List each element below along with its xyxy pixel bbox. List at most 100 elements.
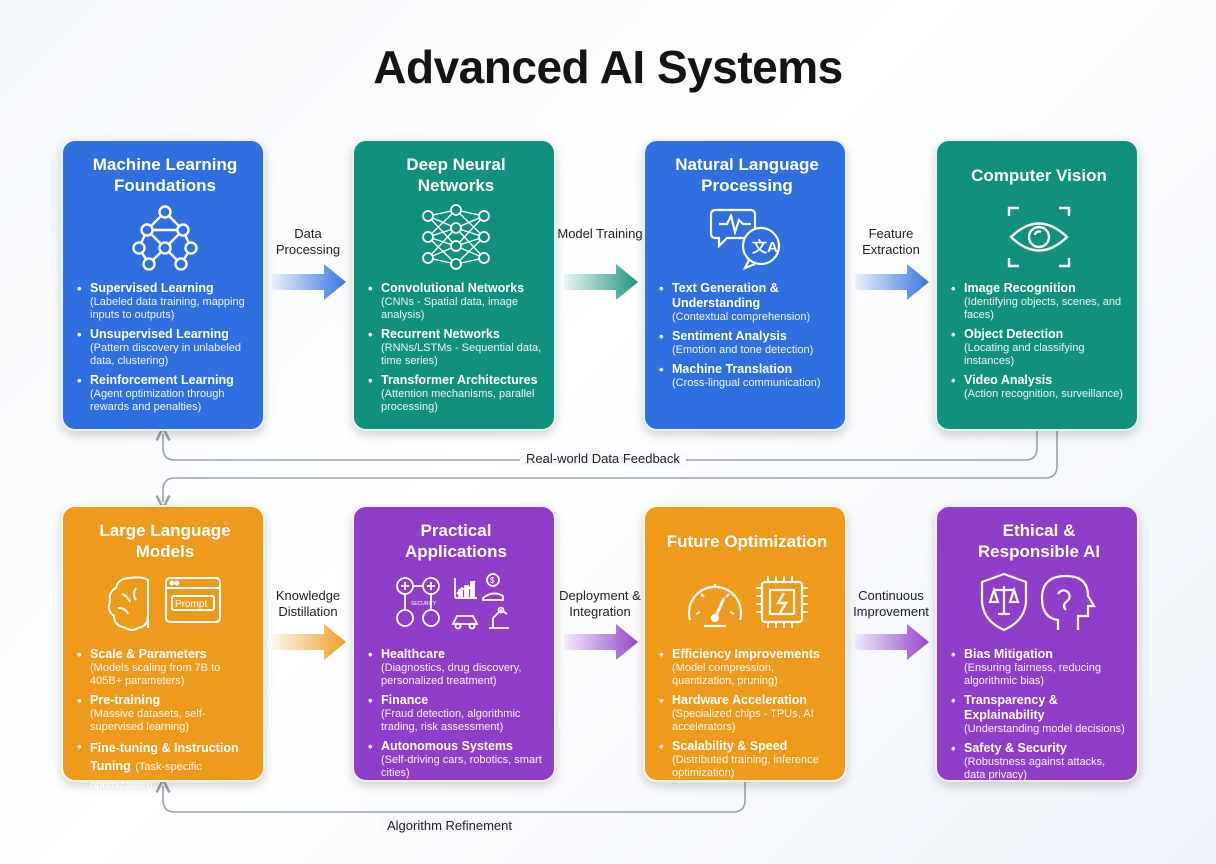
connector-arrow-shape	[855, 264, 929, 300]
item-heading: Transformer Architectures	[381, 373, 538, 387]
item-description: (Pattern discovery in unlabeled data, cl…	[90, 342, 242, 367]
item-heading: Convolutional Networks	[381, 281, 525, 295]
connector-label-knowledge-distillation: Knowledge Distillation	[275, 588, 341, 619]
item-description: (RNNs/LSTMs - Sequential data, time seri…	[381, 342, 542, 367]
connector-arrow	[564, 624, 638, 660]
card-list-item: Pre-training(Massive datasets, self-supe…	[77, 693, 253, 734]
card-list-item: Efficiency Improvements(Model compressio…	[659, 647, 835, 688]
refinement-loop-label: Algorithm Refinement	[381, 818, 518, 833]
item-description: (Labeled data training, mapping inputs t…	[90, 296, 245, 321]
card-list-item: Text Generation & Understanding(Contextu…	[659, 281, 835, 324]
item-description: (Emotion and tone detection)	[672, 344, 814, 356]
row-transition-line	[163, 431, 1058, 502]
card-large-language-models: Large Language Models Prompt Scale & Par…	[61, 505, 265, 791]
card-list-item: Object Detection(Locating and classifyin…	[951, 327, 1127, 368]
item-heading: Sentiment Analysis	[672, 329, 787, 343]
item-heading: Scale & Parameters	[90, 647, 207, 661]
page-title: Advanced AI Systems	[373, 41, 843, 93]
brain-prompt-icon: Prompt	[107, 576, 221, 631]
speedometer-chip-icon	[687, 576, 808, 628]
item-heading: Recurrent Networks	[381, 327, 500, 341]
item-description: (Identifying objects, scenes, and faces)	[964, 296, 1122, 321]
card-list-item: Transparency & Explainability(Understand…	[951, 693, 1127, 736]
card-title: Large Language Models	[99, 521, 231, 561]
item-heading: Autonomous Systems	[381, 739, 513, 753]
item-heading: Hardware Acceleration	[672, 693, 808, 707]
item-heading: Object Detection	[964, 327, 1064, 341]
card-list-item: Transformer Architectures(Attention mech…	[368, 373, 544, 414]
card-natural-language-processing: Natural Language Processing 文A Text Gene…	[643, 139, 847, 431]
card-list-item: Recurrent Networks(RNNs/LSTMs - Sequenti…	[368, 327, 544, 368]
item-heading: Fine-tuning & Instruction Tuning	[90, 741, 239, 773]
card-title: Future Optimization	[666, 531, 828, 551]
item-heading: Finance	[381, 693, 429, 707]
card-deep-neural-networks: Deep Neural Networks Convolutional Netwo…	[352, 139, 556, 431]
card-list-item: Bias Mitigation(Ensuring fairness, reduc…	[951, 647, 1127, 688]
card-list-item: Safety & Security(Robustness against att…	[951, 741, 1127, 782]
item-heading: Efficiency Improvements	[672, 647, 820, 661]
item-heading: Image Recognition	[964, 281, 1076, 295]
card-future-optimization: Future Optimization Efficiency Improveme…	[643, 505, 847, 782]
item-description: (Locating and classifying instances)	[964, 342, 1085, 367]
card-list-item: Reinforcement Learning(Agent optimizatio…	[77, 373, 253, 414]
connector-arrow	[855, 624, 929, 660]
card-list-item: Finance(Fraud detection, algorithmic tra…	[368, 693, 544, 734]
item-description: (Model compression, quantization, prunin…	[672, 662, 778, 687]
card-title: Deep Neural Networks	[406, 155, 506, 195]
connector-arrow-shape	[272, 624, 346, 660]
item-heading: Safety & Security	[964, 741, 1067, 755]
card-title: Machine Learning Foundations	[92, 155, 238, 195]
connector-arrow	[855, 264, 929, 300]
connector-arrow	[272, 264, 346, 300]
card-title: Computer Vision	[971, 165, 1107, 185]
applications-icon: SECURITY $	[396, 573, 509, 630]
card-list-item: Healthcare(Diagnostics, drug discovery, …	[368, 647, 544, 688]
item-description: (Attention mechanisms, parallel processi…	[381, 388, 535, 413]
card-list-item: Sentiment Analysis(Emotion and tone dete…	[659, 329, 835, 357]
card-list-item: Machine Translation(Cross-lingual commun…	[659, 362, 835, 390]
item-heading: Supervised Learning	[90, 281, 214, 295]
card-list-item: Scale & Parameters(Models scaling from 7…	[77, 647, 253, 688]
card-list-item: Unsupervised Learning(Pattern discovery …	[77, 327, 253, 368]
item-heading: Text Generation & Understanding	[672, 281, 779, 310]
item-description: (Distributed training, inference optimiz…	[672, 754, 819, 779]
connector-label-continuous-improvement: Continuous Improvement	[853, 588, 929, 619]
shield-brain-icon	[980, 572, 1096, 632]
card-list-item: Fine-tuning & Instruction Tuning (Task-s…	[77, 739, 253, 793]
card-practical-applications: Practical Applications SECURITY $ Health…	[352, 505, 556, 782]
card-list-item: Supervised Learning(Labeled data trainin…	[77, 281, 253, 322]
item-description: (Cross-lingual communication)	[672, 377, 821, 389]
item-description: (Agent optimization through rewards and …	[90, 388, 225, 413]
card-title: Ethical & Responsible AI	[977, 521, 1101, 561]
svg-text:$: $	[490, 576, 495, 585]
item-heading: Bias Mitigation	[964, 647, 1053, 661]
feedback-loop-label: Real-world Data Feedback	[520, 451, 686, 466]
connector-label-model-training: Model Training	[557, 226, 643, 241]
card-list-item: Hardware Acceleration(Specialized chips …	[659, 693, 835, 734]
connector-arrow	[564, 264, 638, 300]
item-heading: Reinforcement Learning	[90, 373, 234, 387]
connector-arrow-shape	[855, 624, 929, 660]
item-description: (Self-driving cars, robotics, smart citi…	[381, 754, 542, 779]
item-heading: Transparency & Explainability	[964, 693, 1058, 722]
card-title: Practical Applications	[404, 521, 507, 561]
item-description: (Robustness against attacks, data privac…	[964, 756, 1106, 781]
prompt-text: Prompt	[175, 599, 207, 610]
item-heading: Machine Translation	[672, 362, 793, 376]
connector-label-data-processing: Data Processing	[275, 226, 341, 257]
card-list-item: Autonomous Systems(Self-driving cars, ro…	[368, 739, 544, 780]
item-heading: Scalability & Speed	[672, 739, 788, 753]
item-description: (Understanding model decisions)	[964, 723, 1125, 735]
item-description: (Models scaling from 7B to 405B+ paramet…	[90, 662, 221, 687]
connector-arrow-shape	[272, 264, 346, 300]
item-description: (Contextual comprehension)	[672, 311, 811, 323]
card-title: Natural Language Processing	[675, 155, 819, 195]
item-description: (Task-specific optimization)	[90, 761, 202, 791]
item-description: (Action recognition, surveillance)	[964, 388, 1123, 400]
eye-scan-icon	[1007, 206, 1071, 268]
security-text: SECURITY	[411, 601, 437, 607]
connector-arrow-shape	[564, 624, 638, 660]
item-heading: Healthcare	[381, 647, 445, 661]
connector-label-deployment-integration: Deployment & Integration	[559, 588, 641, 619]
svg-text:文A: 文A	[752, 238, 778, 256]
